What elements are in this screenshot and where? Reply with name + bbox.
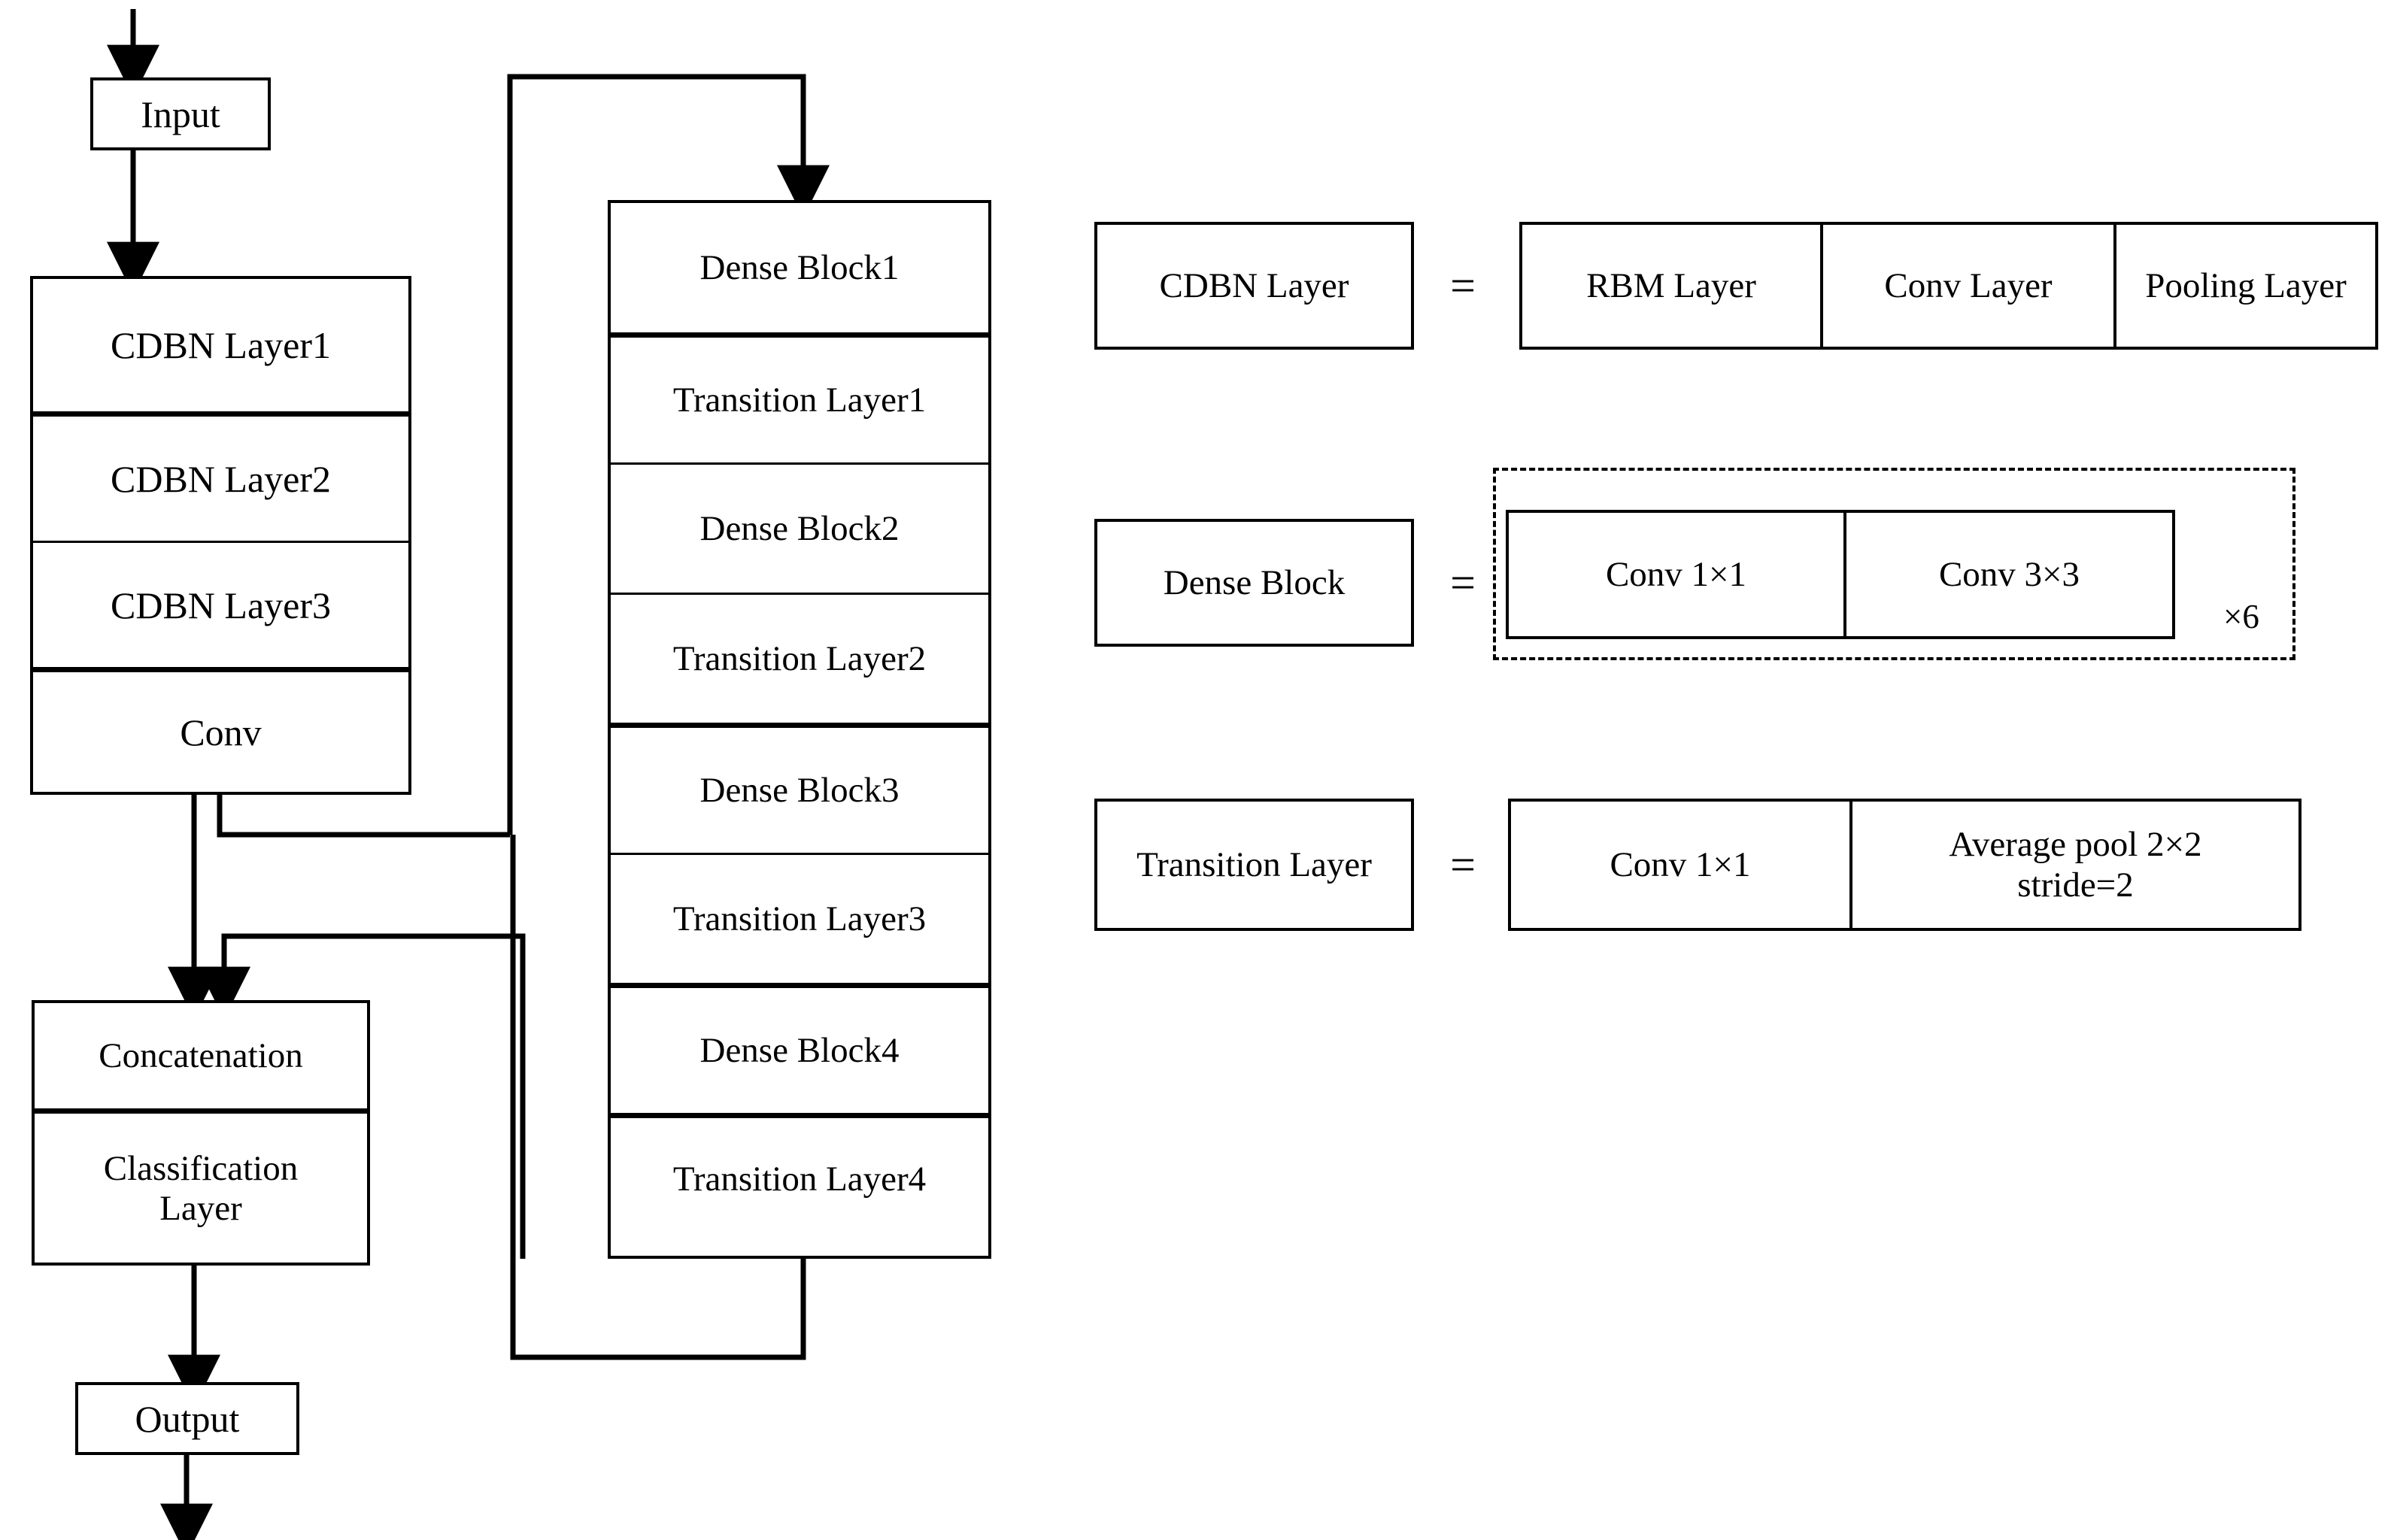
dense-stack: Dense Block1 Transition Layer1 Dense Blo… [608,200,991,1259]
legend-dense-right-box: Conv 1×1 Conv 3×3 [1506,510,2175,639]
legend-transition-right-box: Conv 1×1 Average pool 2×2 stride=2 [1508,799,2301,931]
cdbn-layer3-cell[interactable]: CDBN Layer3 [33,541,408,667]
transition-layer2-cell[interactable]: Transition Layer2 [611,593,988,723]
dense-block2-label: Dense Block2 [699,508,900,548]
tail-stack: Concatenation Classification Layer [32,1000,370,1266]
dense-block3-label: Dense Block3 [699,770,900,810]
legend-cdbn-seg-rbm[interactable]: RBM Layer [1522,225,1820,347]
legend-transition-seg-avgpool[interactable]: Average pool 2×2 stride=2 [1849,802,2298,928]
legend-cdbn-seg-pooling-label: Pooling Layer [2145,265,2347,305]
dense-block4-cell[interactable]: Dense Block4 [611,983,988,1113]
cdbn-layer3-label: CDBN Layer3 [111,584,331,626]
dense-block2-cell[interactable]: Dense Block2 [611,462,988,593]
legend-dense-seg-conv3x3-label: Conv 3×3 [1938,554,2080,594]
legend-cdbn-seg-conv-label: Conv Layer [1884,265,2053,305]
legend-equals-1-glyph: = [1450,260,1476,311]
output-box[interactable]: Output [75,1382,299,1455]
legend-equals-3-glyph: = [1450,839,1476,890]
classification-layer-label: Classification Layer [103,1148,299,1228]
legend-dense-seg-conv3x3[interactable]: Conv 3×3 [1843,513,2172,636]
legend-cdbn-left-label: CDBN Layer [1159,265,1349,305]
legend-cdbn-left-box[interactable]: CDBN Layer [1094,222,1414,350]
legend-transition-seg-conv1x1[interactable]: Conv 1×1 [1511,802,1849,928]
legend-equals-2-glyph: = [1450,557,1476,608]
legend-cdbn-right-box: RBM Layer Conv Layer Pooling Layer [1519,222,2378,350]
cdbn-layer2-cell[interactable]: CDBN Layer2 [33,411,408,541]
legend-equals-1: = [1433,222,1493,350]
legend-dense-seg-conv1x1-label: Conv 1×1 [1605,554,1747,594]
input-box[interactable]: Input [90,77,271,150]
legend-transition-seg-avgpool-label: Average pool 2×2 stride=2 [1949,824,2202,905]
transition-layer2-label: Transition Layer2 [672,638,927,678]
dense-block1-label: Dense Block1 [699,247,900,287]
cdbn-conv-cell[interactable]: Conv [33,667,408,792]
legend-dense-left-box[interactable]: Dense Block [1094,519,1414,647]
transition-layer3-cell[interactable]: Transition Layer3 [611,853,988,983]
transition-layer4-cell[interactable]: Transition Layer4 [611,1113,988,1241]
dense-block1-cell[interactable]: Dense Block1 [611,203,988,332]
legend-cdbn-seg-conv[interactable]: Conv Layer [1820,225,2113,347]
cdbn-conv-label: Conv [180,711,262,753]
transition-layer3-label: Transition Layer3 [672,899,927,938]
dense-block3-cell[interactable]: Dense Block3 [611,723,988,853]
concatenation-label: Concatenation [99,1035,303,1075]
transition-layer1-label: Transition Layer1 [672,380,927,420]
output-label: Output [135,1397,240,1440]
wire-dense-to-concat [198,933,526,1259]
cdbn-layer1-label: CDBN Layer1 [111,324,331,366]
concatenation-cell[interactable]: Concatenation [35,1003,367,1108]
cdbn-layer2-label: CDBN Layer2 [111,457,331,500]
transition-layer1-cell[interactable]: Transition Layer1 [611,332,988,462]
wire-dense-feedback-rail [510,835,806,1360]
wire-feed-into-dense-block1 [507,74,830,835]
legend-cdbn-seg-pooling[interactable]: Pooling Layer [2113,225,2375,347]
legend-dense-repeat-group [1493,468,2295,660]
wire-conv-to-dense-feed [217,795,510,838]
cdbn-layer1-cell[interactable]: CDBN Layer1 [33,279,408,411]
input-label: Input [141,92,220,135]
dense-block4-label: Dense Block4 [699,1030,900,1070]
legend-dense-left-label: Dense Block [1163,562,1346,602]
legend-cdbn-seg-rbm-label: RBM Layer [1586,265,1756,305]
transition-layer4-label: Transition Layer4 [672,1160,927,1199]
classification-layer-cell[interactable]: Classification Layer [35,1108,367,1263]
legend-dense-multiplier: ×6 [2200,594,2283,639]
legend-dense-seg-conv1x1[interactable]: Conv 1×1 [1509,513,1843,636]
legend-equals-2: = [1433,519,1493,647]
legend-transition-seg-conv1x1-label: Conv 1×1 [1610,844,1751,884]
legend-dense-multiplier-label: ×6 [2223,598,2259,635]
legend-transition-left-box[interactable]: Transition Layer [1094,799,1414,931]
cdbn-stack: CDBN Layer1 CDBN Layer2 CDBN Layer3 Conv [30,276,411,795]
legend-equals-3: = [1433,799,1493,931]
legend-transition-left-label: Transition Layer [1136,844,1372,884]
